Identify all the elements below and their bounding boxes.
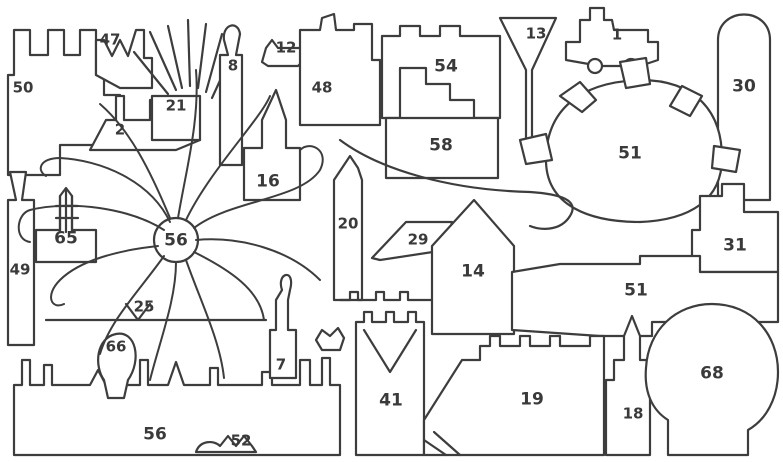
- piece-48-number: 48: [311, 78, 333, 97]
- piece-51-number-top: 51: [618, 143, 642, 164]
- piece-1-shape: [564, 6, 660, 68]
- piece-25-shape: [44, 302, 268, 322]
- piece-49-shape: [6, 170, 36, 347]
- piece-41-triangle: [362, 328, 418, 374]
- piece-21-shape: [150, 94, 202, 142]
- piece-56-number-center: 56: [164, 230, 188, 251]
- piece-66-shape: [97, 332, 137, 400]
- piece-13-number: 13: [525, 24, 547, 43]
- piece-31-shape: [690, 182, 780, 274]
- piece-8-shape: [218, 24, 244, 167]
- piece-19-number: 19: [520, 389, 544, 410]
- sun-rays: [132, 18, 236, 100]
- piece-58-number: 58: [429, 135, 453, 156]
- piece-16-number: 16: [256, 171, 280, 192]
- piece-51-gear-teeth: [518, 56, 742, 174]
- piece-49-number: 49: [9, 260, 31, 279]
- piece-2-number: 2: [114, 120, 126, 139]
- piece-16-shape: [242, 88, 302, 202]
- piece-50-number: 50: [12, 78, 34, 97]
- piece-1-number: 1: [611, 25, 623, 44]
- piece-56-bottom-shape: [12, 356, 342, 457]
- piece-7-shape: [268, 273, 298, 380]
- piece-68-number: 68: [700, 363, 724, 384]
- castle-wall-middle: [338, 290, 434, 302]
- piece-29-number: 29: [407, 230, 429, 249]
- piece-14-shape: [430, 198, 516, 336]
- piece-19-stair-lines: [422, 430, 462, 457]
- piece-14-number: 14: [461, 261, 485, 282]
- piece-20-shape: [332, 154, 364, 302]
- piece-30-number: 30: [732, 76, 756, 97]
- piece-41-shape: [354, 310, 426, 457]
- piece-19-shape: [422, 334, 606, 457]
- piece-8-number: 8: [227, 56, 239, 75]
- piece-65-number: 65: [54, 228, 78, 249]
- piece-58-shape: [384, 116, 500, 180]
- piece-65-harp-lines: [54, 188, 80, 234]
- piece-20-number: 20: [337, 214, 359, 233]
- octopus-tentacles: [17, 69, 324, 381]
- piece-66-number: 66: [105, 337, 127, 356]
- piece-51-number-mid: 51: [624, 280, 648, 301]
- piece-18-number: 18: [622, 404, 644, 423]
- piece-54-shape: [380, 24, 502, 120]
- piece-30-shape: [716, 13, 772, 202]
- piece-51-tube: [338, 138, 574, 230]
- piece-68-shape: [644, 302, 780, 457]
- piece-25-number: 25: [133, 297, 155, 316]
- crab-icon: [314, 326, 346, 352]
- piece-56-number-bottom: 56: [143, 424, 167, 445]
- piece-21-number: 21: [165, 96, 187, 115]
- piece-12-number: 12: [275, 38, 297, 57]
- piece-48-shape: [298, 12, 382, 127]
- piece-52-number: 52: [230, 431, 252, 450]
- piece-47-number: 47: [99, 30, 121, 49]
- piece-47-shape: [94, 28, 154, 90]
- piece-41-number: 41: [379, 390, 403, 411]
- piece-7-number: 7: [275, 355, 287, 374]
- piece-54-number: 54: [434, 56, 458, 77]
- piece-31-number: 31: [723, 235, 747, 256]
- piece-52-shape: [194, 434, 258, 454]
